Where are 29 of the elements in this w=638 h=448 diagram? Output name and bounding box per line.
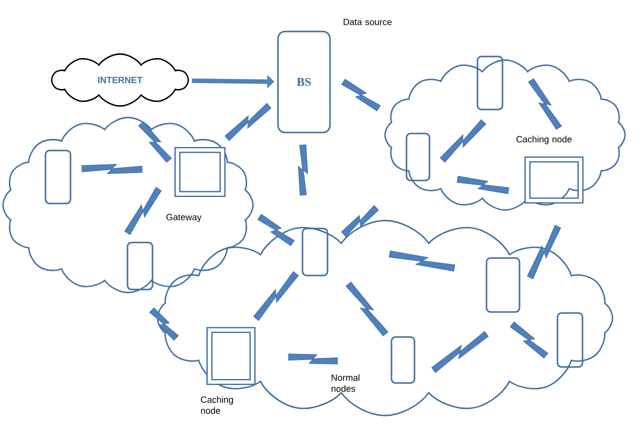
lightning-link	[346, 282, 388, 336]
gateway-device	[174, 146, 226, 198]
device-box	[476, 56, 504, 110]
lightning-link	[456, 176, 510, 194]
network-cloud	[2, 116, 254, 294]
lightning-link	[440, 119, 486, 163]
caching-device	[524, 156, 584, 204]
lightning-link	[288, 354, 338, 364]
caption-text: Data source	[344, 18, 392, 26]
device-box	[126, 242, 154, 290]
caption-text: Gateway	[166, 214, 202, 222]
lightning-link	[341, 78, 381, 112]
network-cloud	[384, 59, 626, 211]
internet-cloud: INTERNET	[51, 53, 189, 107]
device-box	[556, 312, 584, 368]
lightning-link	[388, 250, 456, 272]
device-box	[406, 132, 430, 182]
caption-text: Caching node	[200, 396, 233, 414]
lightning-link	[138, 121, 172, 163]
base-station-box: BS	[277, 30, 331, 134]
caching-device	[206, 326, 256, 386]
label-text: Normal nodes	[332, 374, 360, 392]
lightning-link	[253, 271, 299, 321]
device-box	[390, 336, 416, 384]
device-box	[44, 150, 72, 204]
device-box	[302, 228, 328, 276]
device-box	[486, 257, 520, 313]
caption-text: Caching node	[516, 136, 572, 144]
lightning-link	[82, 164, 142, 174]
